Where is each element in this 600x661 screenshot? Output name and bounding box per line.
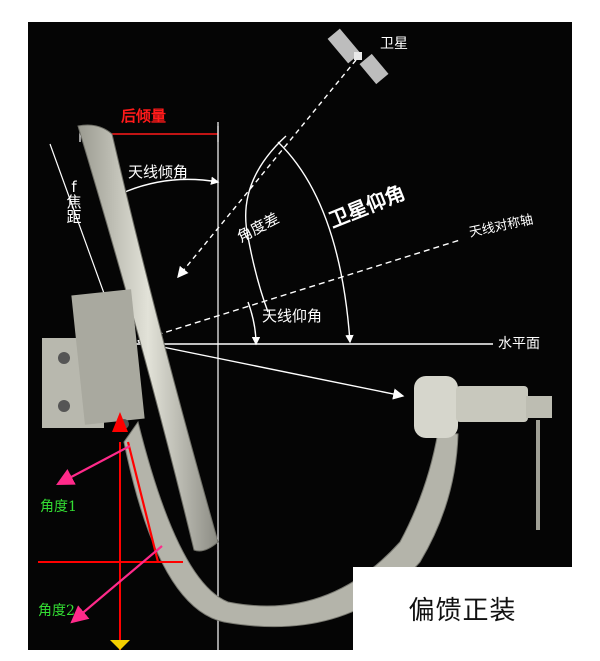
antenna-elevation-arc — [247, 301, 261, 346]
red-slanted-line — [126, 441, 160, 563]
focal-length-label: f焦距 — [66, 178, 82, 226]
angle-1-label: 角度1 — [40, 499, 77, 515]
dish-reflector — [77, 124, 219, 552]
caption-box: 偏馈正装 — [353, 567, 572, 650]
feed-ray-line — [137, 341, 405, 400]
angle-2-arrow — [70, 545, 163, 624]
satellite-elevation-arc — [277, 141, 354, 344]
satellite-icon — [327, 28, 389, 85]
satellite-signal-line — [177, 59, 357, 279]
satellite-label: 卫星 — [380, 36, 408, 52]
rear-tilt-label: 后倾量 — [121, 107, 167, 125]
mount-bracket — [42, 289, 145, 429]
diagram-photo: 卫星 后倾量 天线倾角 f焦距 角度差 卫星仰角 天线对称轴 天线仰角 水平面 … — [28, 22, 572, 650]
angle-1-arrow — [56, 445, 131, 486]
diagram-graphic — [38, 28, 552, 650]
caption-text: 偏馈正装 — [408, 596, 517, 626]
antenna-elevation-label: 天线仰角 — [262, 307, 323, 325]
lnb-icon — [414, 376, 552, 530]
angle-difference-arc — [244, 135, 287, 313]
horizontal-plane-label: 水平面 — [498, 336, 540, 352]
antenna-tilt-angle-label: 天线倾角 — [128, 163, 189, 181]
antenna-symmetry-axis-line — [127, 239, 461, 345]
angle-2-label: 角度2 — [38, 603, 75, 619]
